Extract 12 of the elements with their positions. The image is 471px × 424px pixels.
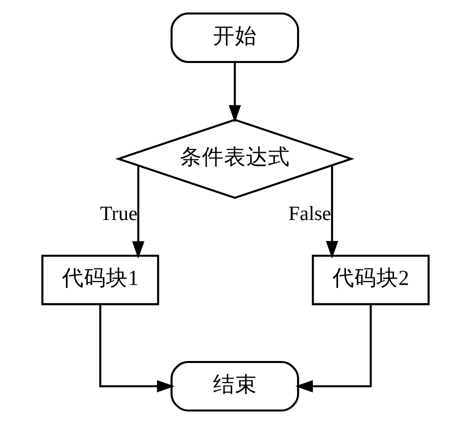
edge-label: True [100, 203, 138, 226]
node-box: 代码块2 [312, 254, 430, 306]
edge-label: False [288, 202, 332, 225]
arrow [295, 304, 372, 392]
arrow [228, 62, 241, 123]
node-box: 开始 [170, 12, 300, 63]
node-diamond: 条件表达式 [115, 118, 354, 199]
node-box: 结束 [170, 361, 300, 412]
arrow [132, 166, 144, 259]
arrow [99, 304, 175, 392]
arrow [326, 165, 338, 259]
node-box: 代码块1 [41, 254, 160, 306]
